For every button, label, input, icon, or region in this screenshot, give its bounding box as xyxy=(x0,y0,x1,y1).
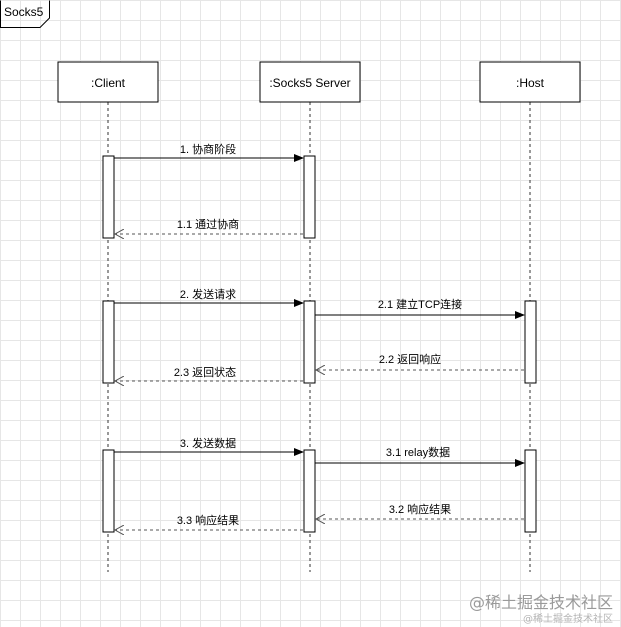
watermark: @稀土掘金技术社区 xyxy=(468,593,613,612)
participant-client-label: :Client xyxy=(91,76,126,90)
message-3-2-label: 3.2 响应结果 xyxy=(389,502,451,516)
participant-host: :Host xyxy=(479,61,581,103)
activation-client-3 xyxy=(102,449,115,533)
activation-server-3 xyxy=(303,449,316,533)
participant-client: :Client xyxy=(57,61,159,103)
participant-server-label: :Socks5 Server xyxy=(269,76,350,90)
message-3-label: 3. 发送数据 xyxy=(180,436,236,450)
message-3-1-label: 3.1 relay数据 xyxy=(386,445,450,459)
activation-client-2 xyxy=(102,300,115,384)
activation-client-1 xyxy=(102,155,115,239)
message-2-3-label: 2.3 返回状态 xyxy=(174,365,236,379)
message-2-2-label: 2.2 返回响应 xyxy=(379,352,441,366)
frame-label-border xyxy=(0,0,50,28)
participant-server: :Socks5 Server xyxy=(259,61,361,103)
participant-host-label: :Host xyxy=(516,76,545,90)
message-1-label: 1. 协商阶段 xyxy=(180,142,236,156)
activation-server-2 xyxy=(303,300,316,384)
activation-server-1 xyxy=(303,155,316,239)
watermark-sub: @稀土掘金技术社区 xyxy=(523,614,613,625)
activation-host-3 xyxy=(524,449,537,533)
message-2-1-label: 2.1 建立TCP连接 xyxy=(378,297,462,311)
message-3-3-label: 3.3 响应结果 xyxy=(177,513,239,527)
activation-host-2 xyxy=(524,300,537,384)
message-1-1-label: 1.1 通过协商 xyxy=(177,217,239,231)
frame-title: Socks5 xyxy=(4,5,44,19)
message-2-label: 2. 发送请求 xyxy=(180,287,236,301)
frame-label: Socks5 xyxy=(0,0,50,28)
